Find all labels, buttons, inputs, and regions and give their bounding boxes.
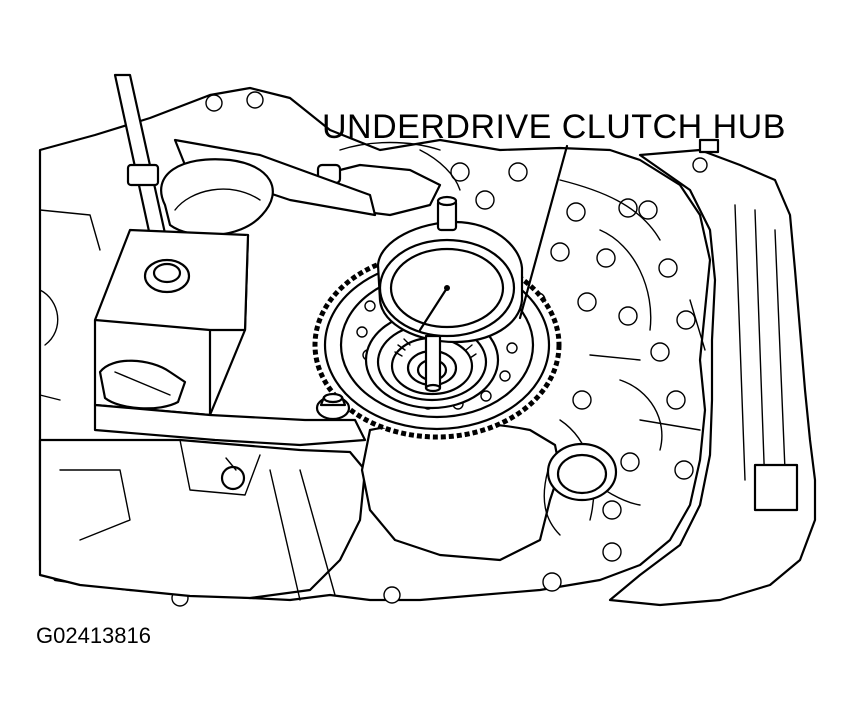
- callout-label: UNDERDRIVE CLUTCH HUB: [322, 108, 786, 146]
- callout: UNDERDRIVE CLUTCH HUB: [322, 108, 786, 320]
- lower-case-section: [38, 421, 618, 601]
- magnetic-base-stand: [93, 73, 377, 447]
- figure-id: G02413816: [36, 623, 151, 648]
- callout-leader-line: [518, 144, 569, 320]
- dial-indicator: [376, 195, 524, 393]
